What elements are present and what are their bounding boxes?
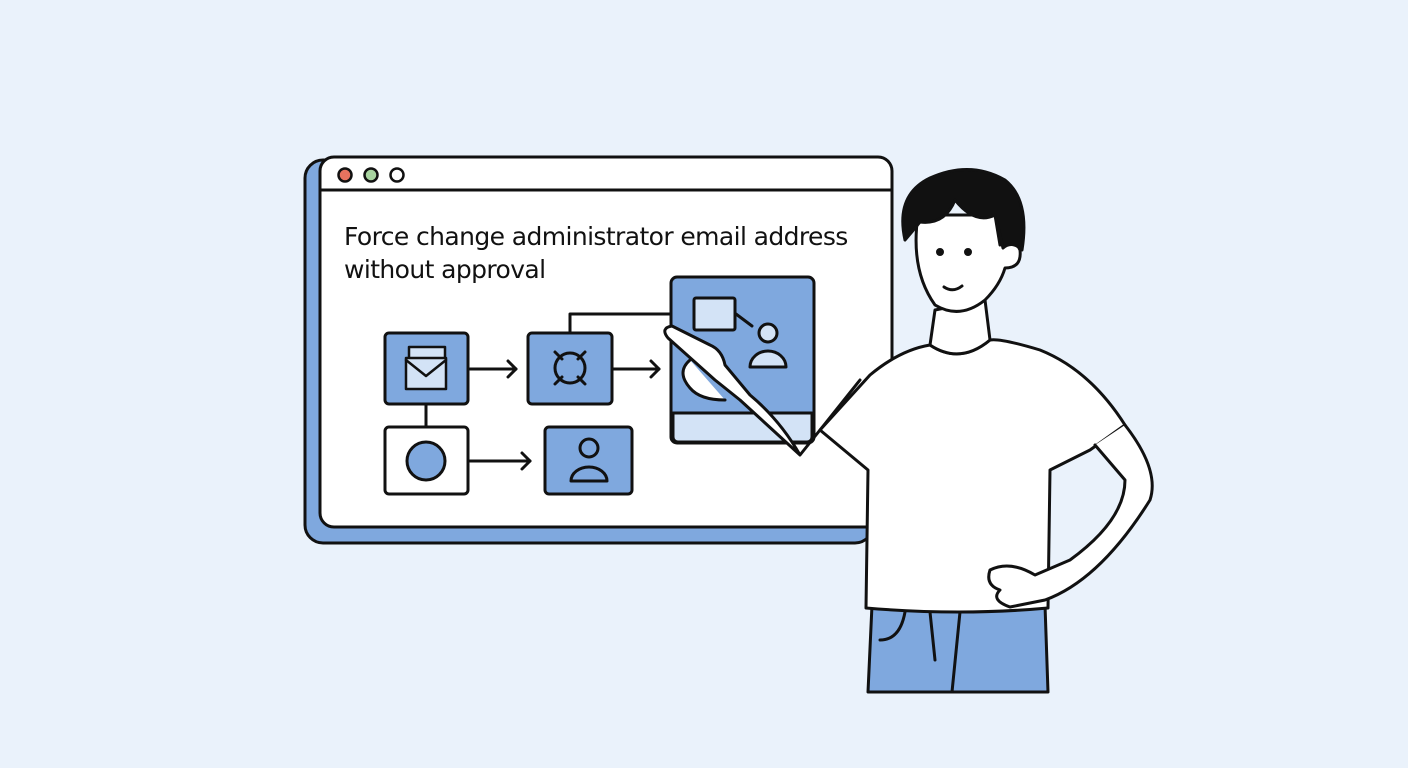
- circle-icon: [405, 440, 447, 482]
- user-icon: [569, 437, 609, 483]
- pointing-arm: [663, 324, 862, 457]
- mail-icon: [404, 345, 448, 391]
- neck: [928, 298, 992, 356]
- heading-line-1: Force change administrator email address: [344, 222, 848, 251]
- connector-line: [734, 312, 754, 328]
- heading-line-2: without approval: [344, 255, 545, 284]
- connector-line: [568, 312, 673, 335]
- person-illustration: [663, 168, 1154, 694]
- panel-footer: [671, 411, 814, 444]
- close-dot[interactable]: [337, 167, 353, 183]
- smile: [942, 284, 964, 292]
- arrow-icon: [468, 359, 518, 379]
- flow-diagram: [383, 275, 816, 496]
- screen-icon: [692, 296, 737, 332]
- user-icon: [748, 322, 788, 369]
- minimize-dot[interactable]: [363, 167, 379, 183]
- arrow-icon: [468, 451, 532, 471]
- arrow-icon: [611, 359, 661, 379]
- arm-on-hip: [987, 423, 1154, 609]
- process-node: [526, 331, 614, 406]
- hair: [901, 168, 1026, 252]
- maximize-dot[interactable]: [389, 167, 405, 183]
- user-node: [543, 425, 634, 496]
- target-icon: [553, 350, 587, 386]
